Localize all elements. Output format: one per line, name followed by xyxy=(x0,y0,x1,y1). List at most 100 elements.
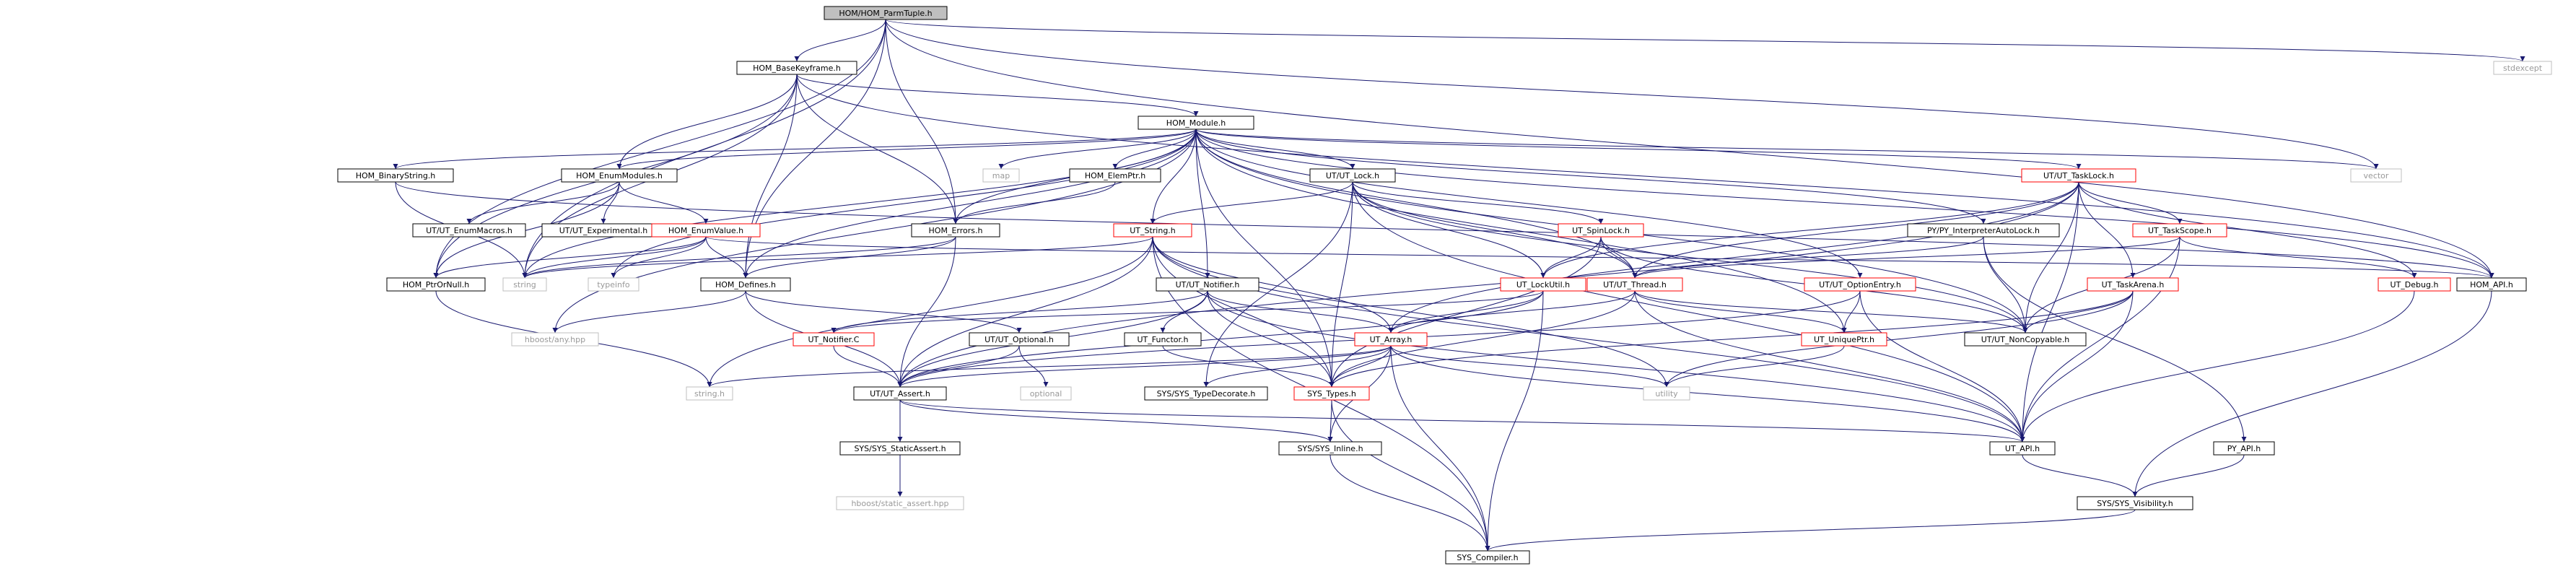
node-ut-functor-h[interactable]: UT_Functor.h xyxy=(1124,332,1202,347)
node-box xyxy=(736,61,857,75)
edge-ut_notifierc-to-ut_assert xyxy=(833,345,903,388)
node-ut-ut-assert-h[interactable]: UT/UT_Assert.h xyxy=(853,386,947,401)
edge-ut_array-to-ut_assert xyxy=(897,345,1392,388)
node-ut-string-h[interactable]: UT_String.h xyxy=(1113,223,1192,238)
node-string-h: string.h xyxy=(686,386,733,401)
node-ut-ut-enummacros-h[interactable]: UT/UT_EnumMacros.h xyxy=(412,223,526,238)
edge-py_api-to-sys_visibility xyxy=(2132,454,2245,497)
node-ut-uniqueptr-h[interactable]: UT_UniquePtr.h xyxy=(1801,332,1887,347)
edge-ut_tasklock-to-ut_array xyxy=(1388,181,2079,334)
node-hom-hom-parmtuple-h[interactable]: HOM/HOM_ParmTuple.h xyxy=(824,6,948,20)
edge-hom_enumvalue-to-typeinfo xyxy=(611,236,707,279)
edge-ut_debug-to-ut_api xyxy=(2020,290,2415,443)
node-hom-defines-h[interactable]: HOM_Defines.h xyxy=(700,277,791,292)
edge-hom_errors-to-ut_assert xyxy=(897,236,956,388)
node-label: HOM_Defines.h xyxy=(715,280,776,289)
node-box xyxy=(839,441,961,456)
edge-hom_module-to-py_interp xyxy=(1195,129,1986,225)
edge-ut_notifier-to-ut_api xyxy=(1207,290,2025,443)
node-box xyxy=(2132,223,2227,238)
node-hom-binarystring-h[interactable]: HOM_BinaryString.h xyxy=(337,168,454,183)
node-label: HOM_BaseKeyframe.h xyxy=(753,64,841,73)
node-ut-spinlock-h[interactable]: UT_SpinLock.h xyxy=(1558,223,1644,238)
node-hom-enumvalue-h[interactable]: HOM_EnumValue.h xyxy=(651,223,761,238)
node-hom-module-h[interactable]: HOM_Module.h xyxy=(1138,116,1254,130)
node-sys-compiler-h[interactable]: SYS_Compiler.h xyxy=(1445,550,1530,565)
edge-hom_enumvalue-to-hom_ptrornull xyxy=(433,236,707,279)
edge-hom_module-to-ut_string xyxy=(1150,129,1197,225)
node-ut-notifier-c[interactable]: UT_Notifier.C xyxy=(793,332,875,347)
node-label: utility xyxy=(1655,389,1678,399)
node-ut-ut-lock-h[interactable]: UT/UT_Lock.h xyxy=(1309,168,1396,183)
edge-hom_errors-to-string xyxy=(522,236,956,279)
node-sys-sys-visibility-h[interactable]: SYS/SYS_Visibility.h xyxy=(2077,496,2193,510)
edge-hom_module-to-hom_binarystring xyxy=(393,129,1197,170)
edge-ut_lock-to-sys_typedecorate xyxy=(1203,181,1353,388)
node-label: HOM_API.h xyxy=(2470,280,2513,289)
node-box xyxy=(836,496,964,510)
node-box xyxy=(588,277,639,292)
node-box xyxy=(793,332,875,347)
node-label: HOM_EnumValue.h xyxy=(668,226,743,235)
node-ut-taskscope-h[interactable]: UT_TaskScope.h xyxy=(2132,223,2227,238)
edge-ut_notifier-to-ut_array xyxy=(1207,290,1394,334)
node-py-api-h[interactable]: PY_API.h xyxy=(2213,441,2275,456)
edge-ut_array-to-string_h xyxy=(707,345,1392,388)
edge-hom_enummodules-to-hom_ptrornull xyxy=(433,181,620,279)
edge-hom_parmtuple-to-stdexcept xyxy=(885,19,2525,62)
node-ut-debug-h[interactable]: UT_Debug.h xyxy=(2378,277,2451,292)
node-box xyxy=(1354,332,1428,347)
node-hom-api-h[interactable]: HOM_API.h xyxy=(2456,277,2527,292)
edge-ut_thread-to-ut_noncopyable xyxy=(1634,290,2028,334)
node-ut-ut-notifier-h[interactable]: UT/UT_Notifier.h xyxy=(1156,277,1259,292)
node-py-py-interpreterautolock-h[interactable]: PY/PY_InterpreterAutoLock.h xyxy=(1907,223,2060,238)
node-label: UT/UT_Notifier.h xyxy=(1176,280,1240,289)
node-ut-ut-noncopyable-h[interactable]: UT/UT_NonCopyable.h xyxy=(1964,332,2087,347)
edge-ut_thread-to-ut_uniqueptr xyxy=(1634,290,1847,334)
node-ut-lockutil-h[interactable]: UT_LockUtil.h xyxy=(1500,277,1586,292)
edge-sys_types-to-sys_compiler xyxy=(1331,399,1490,552)
node-label: UT/UT_NonCopyable.h xyxy=(1981,335,2070,344)
node-ut-api-h[interactable]: UT_API.h xyxy=(1989,441,2056,456)
node-hom-enummodules-h[interactable]: HOM_EnumModules.h xyxy=(561,168,678,183)
node-label: UT_SpinLock.h xyxy=(1572,226,1630,235)
node-ut-ut-tasklock-h[interactable]: UT/UT_TaskLock.h xyxy=(2021,168,2136,183)
node-label: UT/UT_Optional.h xyxy=(984,335,1054,344)
edge-ut_notifier-to-sys_types xyxy=(1207,290,1335,388)
edge-ut_taskarena-to-ut_api xyxy=(2020,290,2134,443)
edge-hom_enummodules-to-hom_enumvalue xyxy=(619,181,709,225)
node-hom-basekeyframe-h[interactable]: HOM_BaseKeyframe.h xyxy=(736,61,857,75)
node-box xyxy=(1801,332,1887,347)
node-label: UT_TaskArena.h xyxy=(2102,280,2165,289)
node-map: map xyxy=(982,168,1020,183)
node-ut-ut-optional-h[interactable]: UT/UT_Optional.h xyxy=(969,332,1070,347)
edge-ut_tasklock-to-ut_debug xyxy=(2078,181,2417,279)
node-ut-taskarena-h[interactable]: UT_TaskArena.h xyxy=(2087,277,2179,292)
edge-ut_taskarena-to-sys_types xyxy=(1329,290,2134,388)
node-box xyxy=(1144,386,1268,401)
edge-hom_defines-to-ut_optional xyxy=(745,290,1022,334)
node-sys-sys-staticassert-h[interactable]: SYS/SYS_StaticAssert.h xyxy=(839,441,961,456)
node-label: UT_Functor.h xyxy=(1137,335,1188,344)
node-label: HOM_ElemPtr.h xyxy=(1085,171,1145,180)
node-box xyxy=(1278,441,1382,456)
node-ut-ut-experimental-h[interactable]: UT/UT_Experimental.h xyxy=(541,223,665,238)
node-box xyxy=(1500,277,1586,292)
edge-ut_tasklock-to-ut_taskarena xyxy=(2078,181,2136,279)
edge-ut_lock-to-ut_lockutil xyxy=(1352,181,1546,279)
node-hom-errors-h[interactable]: HOM_Errors.h xyxy=(911,223,1000,238)
edge-hom_module-to-ut_lock xyxy=(1195,129,1355,170)
node-ut-ut-optionentry-h[interactable]: UT/UT_OptionEntry.h xyxy=(1804,277,1916,292)
node-label: PY_API.h xyxy=(2227,444,2261,453)
node-box xyxy=(2456,277,2527,292)
node-ut-ut-thread-h[interactable]: UT/UT_Thread.h xyxy=(1586,277,1683,292)
edge-ut_taskscope-to-ut_thread xyxy=(1632,236,2180,279)
node-box xyxy=(502,277,547,292)
node-sys-sys-inline-h[interactable]: SYS/SYS_Inline.h xyxy=(1278,441,1382,456)
node-hom-ptrornull-h[interactable]: HOM_PtrOrNull.h xyxy=(386,277,486,292)
node-hom-elemptr-h[interactable]: HOM_ElemPtr.h xyxy=(1069,168,1161,183)
node-sys-types-h[interactable]: SYS_Types.h xyxy=(1293,386,1370,401)
node-ut-array-h[interactable]: UT_Array.h xyxy=(1354,332,1428,347)
node-sys-sys-typedecorate-h[interactable]: SYS/SYS_TypeDecorate.h xyxy=(1144,386,1268,401)
node-utility: utility xyxy=(1643,386,1690,401)
